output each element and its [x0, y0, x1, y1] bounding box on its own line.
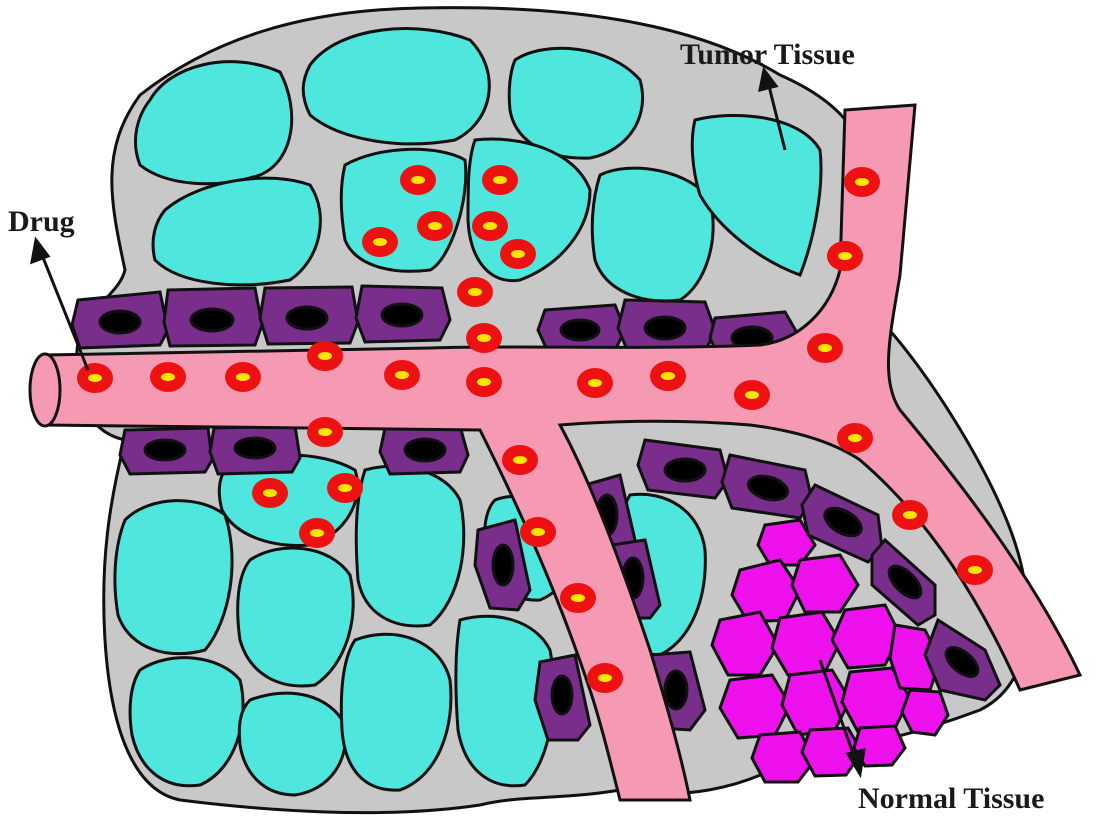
tumor-cell	[592, 168, 713, 301]
endothelial-cell	[356, 286, 450, 342]
drug-particle	[827, 241, 863, 271]
drug-particle	[520, 517, 556, 547]
drug-particle	[327, 473, 363, 503]
tumor-cell	[238, 548, 353, 686]
tumor-tissue-label: Tumor Tissue	[680, 38, 855, 72]
drug-particle	[466, 367, 502, 397]
drug-particle	[577, 368, 613, 398]
drug-particle	[650, 361, 686, 391]
normal-cell	[902, 690, 948, 735]
tumor-cell	[509, 48, 642, 158]
drug-particle	[587, 663, 623, 693]
drug-particle	[502, 445, 538, 475]
endothelial-cell	[618, 300, 715, 352]
drug-particle	[500, 239, 536, 269]
normal-tissue-label: Normal Tissue	[858, 782, 1044, 816]
drug-particle	[307, 341, 343, 371]
drug-particle	[892, 500, 928, 530]
drug-particle	[252, 478, 288, 508]
drug-particle	[77, 363, 113, 393]
drug-particle	[482, 165, 518, 195]
drug-particle	[362, 227, 398, 257]
endothelial-cell	[380, 426, 468, 474]
drug-particle	[844, 167, 880, 197]
drug-particle	[957, 555, 993, 585]
drug-arrowhead	[32, 240, 48, 262]
endothelial-cell	[638, 440, 728, 498]
drug-particle	[837, 423, 873, 453]
tumor-cell	[115, 501, 232, 654]
endothelial-cell	[164, 288, 262, 346]
endothelial-cell	[260, 287, 358, 344]
drug-particle	[457, 277, 493, 307]
drug-particle	[807, 333, 843, 363]
drug-particle	[384, 360, 420, 390]
drug-particle	[417, 211, 453, 241]
drug-particle	[307, 417, 343, 447]
drug-particle	[466, 323, 502, 353]
vessel-opening	[30, 354, 60, 426]
tumor-cell	[356, 466, 463, 626]
endothelial-cell	[210, 426, 300, 474]
endothelial-cell	[120, 428, 212, 474]
drug-particle	[560, 583, 596, 613]
endothelial-cell	[538, 305, 625, 352]
tumor-cell	[303, 29, 489, 144]
drug-particle	[472, 211, 508, 241]
drug-particle	[225, 362, 261, 392]
drug-particle	[734, 380, 770, 410]
endothelial-cell	[72, 292, 168, 348]
tumor-cell	[239, 693, 345, 795]
drug-particle	[150, 362, 186, 392]
drug-label: Drug	[8, 205, 75, 239]
drug-particle	[400, 165, 436, 195]
drug-particle	[299, 518, 335, 548]
